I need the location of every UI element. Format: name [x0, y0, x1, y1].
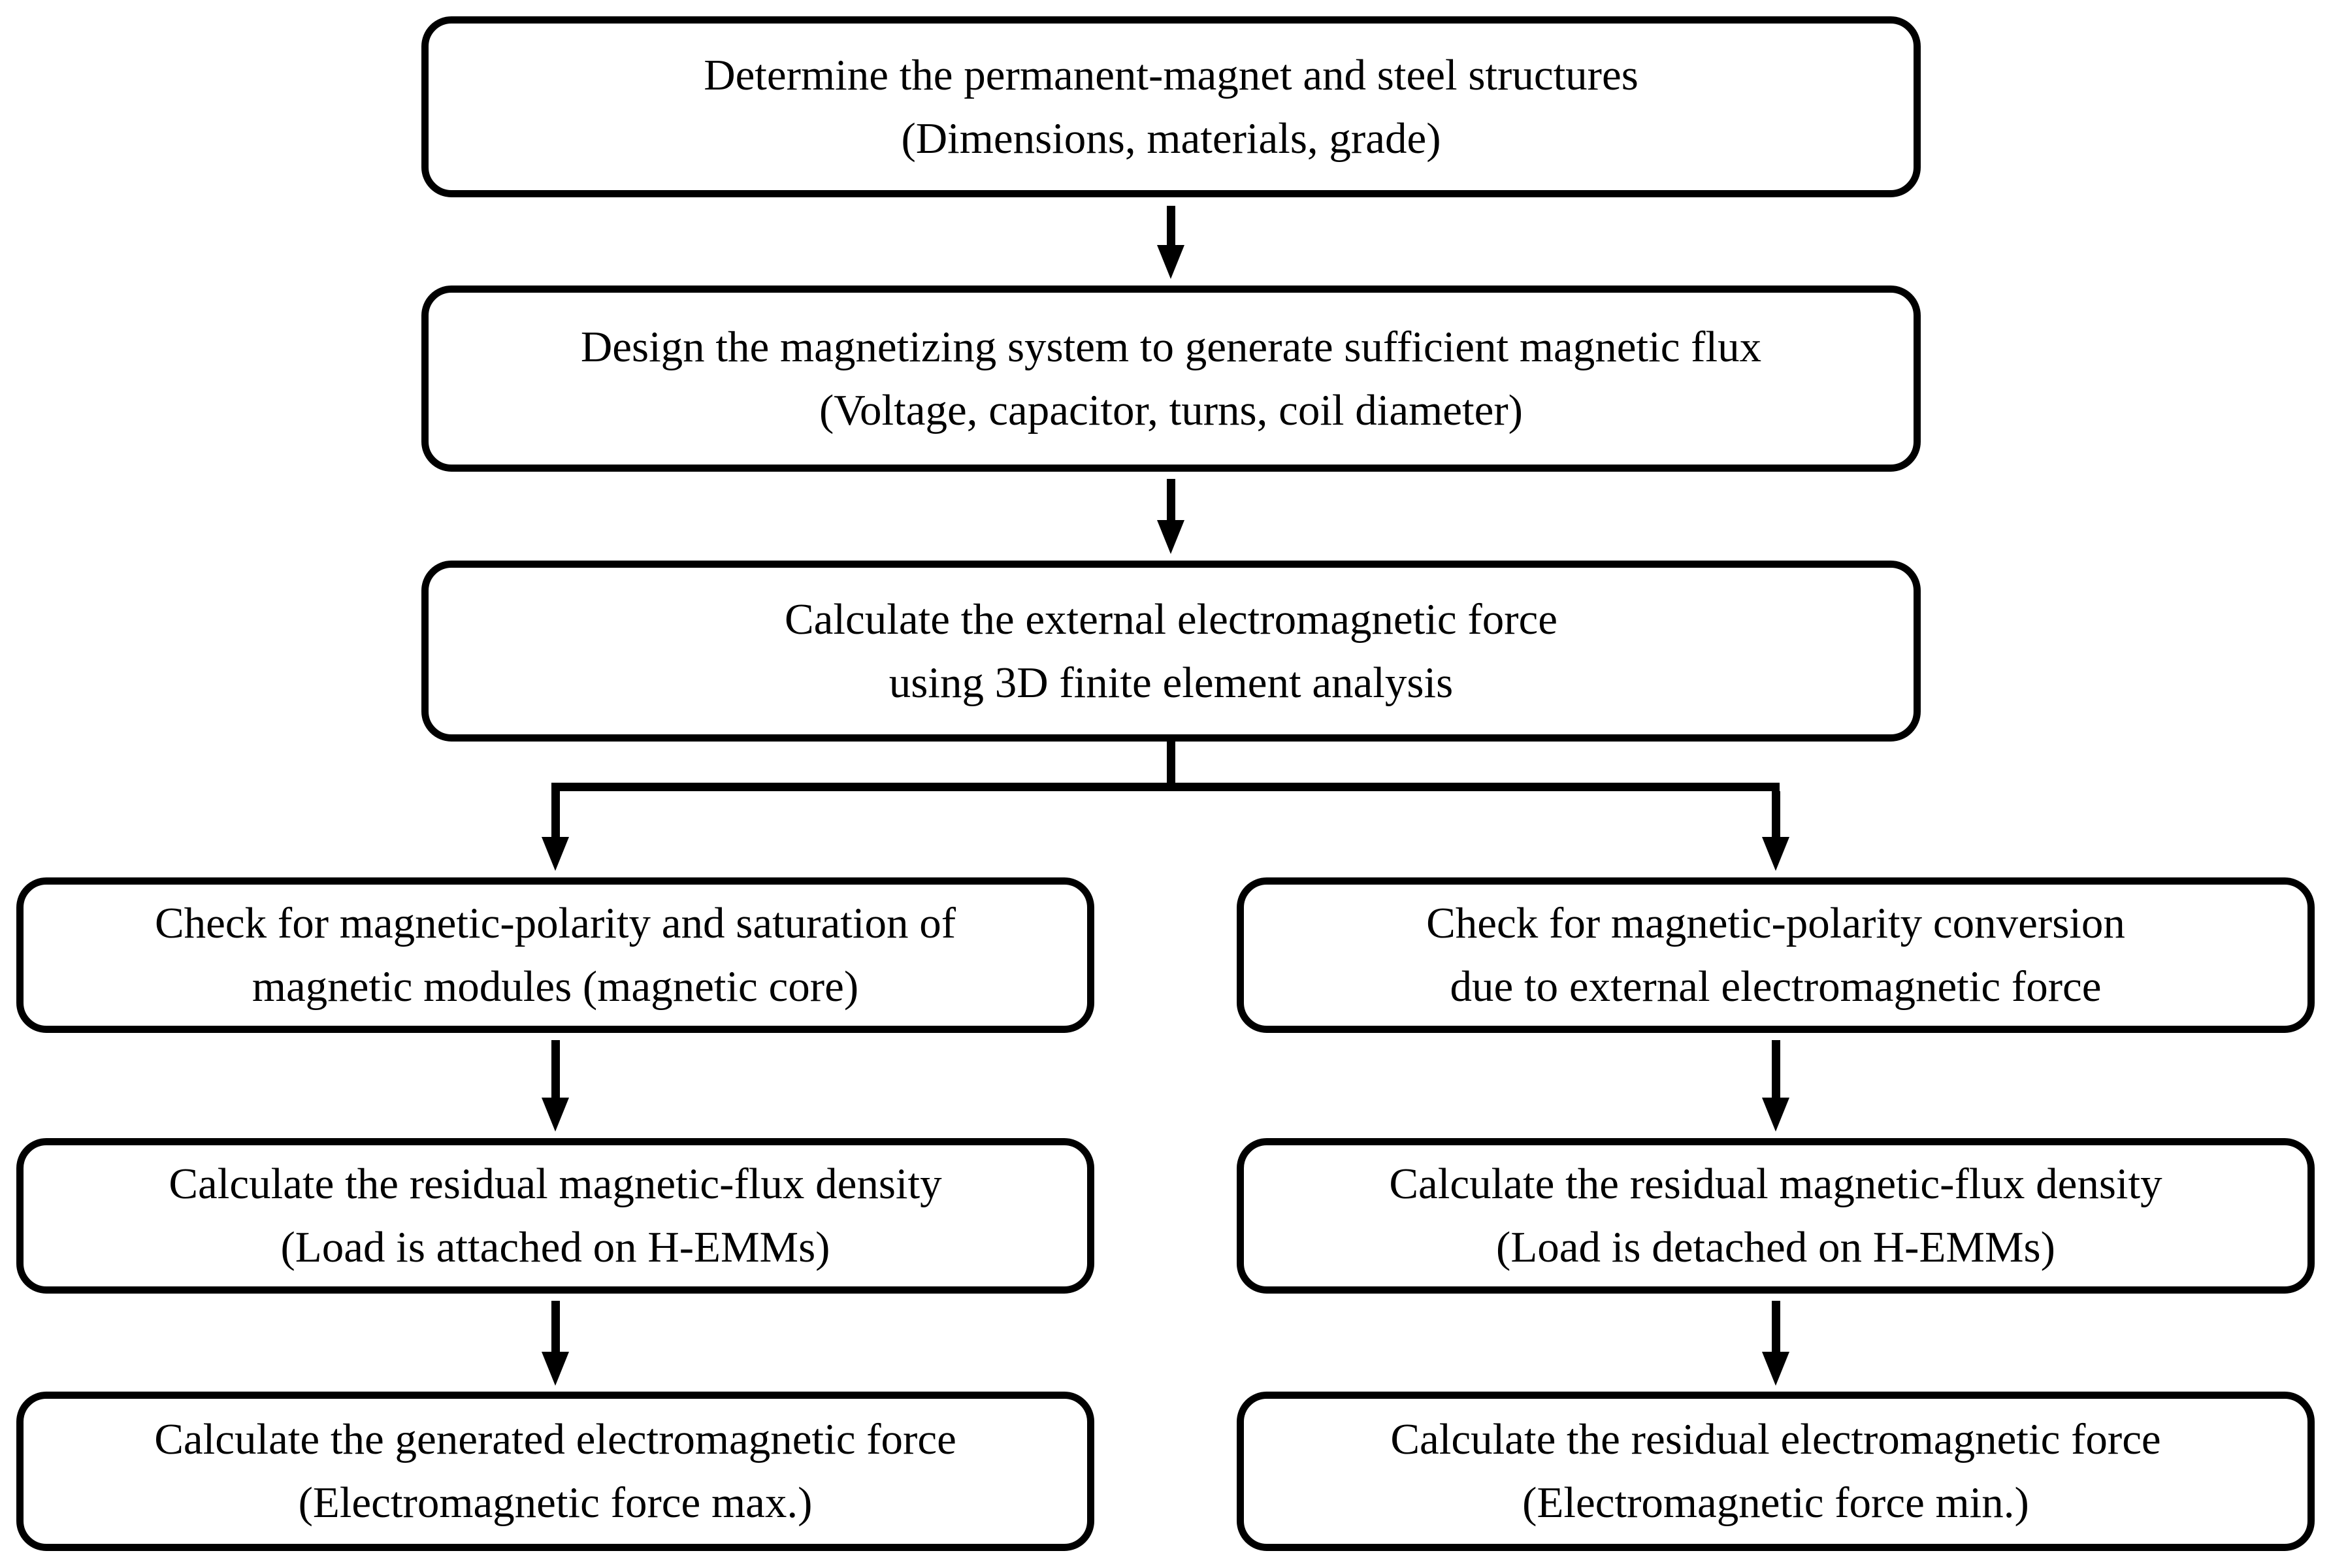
node-determine-structures: Determine the permanent-magnet and steel… — [421, 16, 1921, 197]
node-residual-flux-detached: Calculate the residual magnetic-flux den… — [1237, 1138, 2315, 1294]
arrow-down-icon — [540, 791, 570, 871]
arrow-shaft — [1166, 479, 1175, 520]
arrow-shaft — [551, 1301, 560, 1352]
arrow-down-icon — [540, 1040, 570, 1132]
node-text-line: (Load is detached on H-EMMs) — [1496, 1223, 2055, 1271]
node-check-polarity-conversion: Check for magnetic-polarity conversion d… — [1237, 877, 2315, 1033]
arrow-head — [542, 1352, 569, 1386]
arrow-head — [542, 1098, 569, 1132]
node-check-polarity-saturation: Check for magnetic-polarity and saturati… — [16, 877, 1094, 1033]
arrow-down-icon — [1761, 791, 1791, 871]
arrow-down-icon — [1761, 1040, 1791, 1132]
arrow-down-icon — [1761, 1301, 1791, 1386]
node-text-line: Calculate the residual magnetic-flux den… — [1389, 1160, 2162, 1208]
node-text-line: Calculate the residual magnetic-flux den… — [169, 1160, 942, 1208]
arrow-shaft — [551, 1040, 560, 1098]
arrow-down-icon — [540, 1301, 570, 1386]
node-text-line: Check for magnetic-polarity and saturati… — [154, 899, 956, 947]
arrow-down-icon — [1156, 479, 1186, 554]
node-text-line: Determine the permanent-magnet and steel… — [704, 50, 1638, 99]
node-design-magnetizing-system: Design the magnetizing system to generat… — [421, 286, 1921, 472]
node-residual-flux-attached: Calculate the residual magnetic-flux den… — [16, 1138, 1094, 1294]
node-text-line: Design the magnetizing system to generat… — [580, 322, 1762, 371]
node-text-line: (Voltage, capacitor, turns, coil diamete… — [819, 385, 1523, 434]
node-text-line: Check for magnetic-polarity conversion — [1426, 899, 2125, 947]
node-residual-force-min: Calculate the residual electromagnetic f… — [1237, 1392, 2315, 1551]
node-text-line: (Load is attached on H-EMMs) — [280, 1223, 830, 1271]
arrow-head — [1762, 1352, 1789, 1386]
arrow-head — [1157, 520, 1184, 554]
arrow-down-icon — [1156, 206, 1186, 279]
arrow-shaft — [551, 791, 560, 837]
arrow-head — [1762, 837, 1789, 871]
branch-horizontal-line — [551, 783, 1780, 791]
arrow-shaft — [1771, 1301, 1780, 1352]
arrow-shaft — [1771, 791, 1780, 837]
node-text-line: Calculate the generated electromagnetic … — [154, 1415, 956, 1463]
node-generated-force-max: Calculate the generated electromagnetic … — [16, 1392, 1094, 1551]
node-text-line: using 3D finite element analysis — [888, 658, 1454, 707]
arrow-shaft — [1166, 206, 1175, 245]
node-text-line: (Electromagnetic force max.) — [298, 1478, 813, 1527]
node-calculate-external-force: Calculate the external electromagnetic f… — [421, 561, 1921, 742]
arrow-head — [1762, 1098, 1789, 1132]
arrow-head — [542, 837, 569, 871]
node-text-line: due to external electromagnetic force — [1450, 962, 2102, 1011]
node-text-line: (Electromagnetic force min.) — [1522, 1478, 2029, 1527]
node-text-line: Calculate the external electromagnetic f… — [784, 595, 1557, 644]
branch-stem-line — [1167, 738, 1175, 791]
node-text-line: (Dimensions, materials, grade) — [901, 114, 1441, 163]
arrow-shaft — [1771, 1040, 1780, 1098]
arrow-head — [1157, 245, 1184, 279]
node-text-line: Calculate the residual electromagnetic f… — [1390, 1415, 2161, 1463]
node-text-line: magnetic modules (magnetic core) — [252, 962, 859, 1011]
